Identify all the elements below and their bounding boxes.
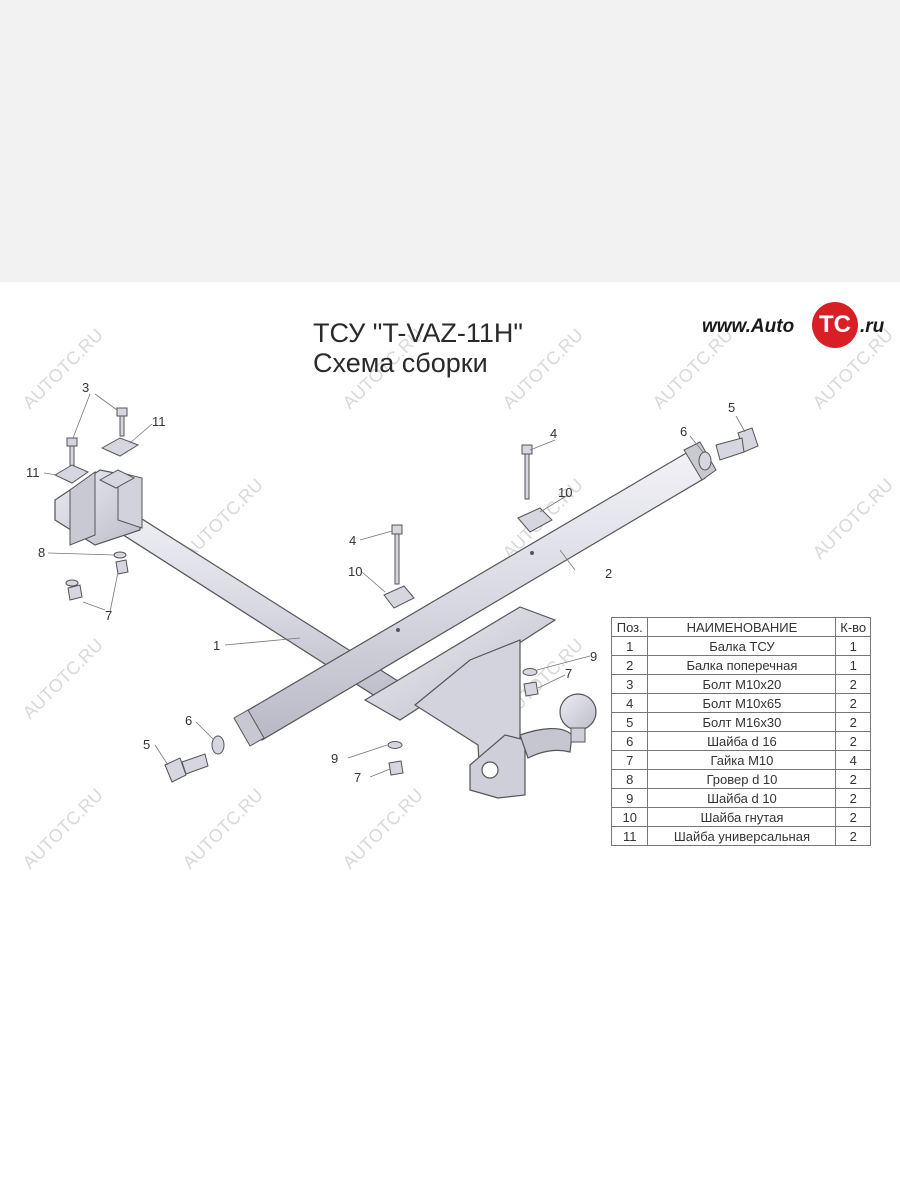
watermark: AUTOTC.RU — [19, 325, 107, 413]
callout-11: 11 — [152, 414, 166, 429]
callout-labels: 3 11 11 8 7 1 2 4 10 4 10 5 6 5 6 9 7 9 … — [26, 380, 735, 785]
brand-www-text: www.Auto — [702, 316, 795, 337]
cell-name: Болт М10х65 — [647, 693, 837, 713]
watermark: AUTOTC.RU — [179, 475, 267, 563]
cell-qty: 1 — [835, 655, 871, 675]
callout-5: 5 — [728, 400, 735, 415]
cell-pos: 5 — [610, 712, 649, 732]
cell-name: Шайба d 10 — [647, 788, 837, 808]
callout-5: 5 — [143, 737, 150, 752]
callout-7: 7 — [354, 770, 361, 785]
cell-pos: 6 — [610, 731, 649, 751]
cell-pos: 8 — [610, 769, 649, 789]
callout-8: 8 — [38, 545, 45, 560]
cell-pos: 4 — [610, 693, 649, 713]
cell-qty: 2 — [835, 769, 871, 789]
title-line-1: ТСУ "T-VAZ-11H" — [313, 318, 523, 348]
top-background-band — [0, 0, 900, 282]
cell-pos: 10 — [610, 807, 649, 827]
cell-qty: 2 — [835, 807, 871, 827]
leader-lines — [43, 393, 746, 778]
callout-9: 9 — [331, 751, 338, 766]
cell-name: Балка ТСУ — [647, 636, 837, 656]
callout-10: 10 — [558, 485, 572, 500]
cell-pos: 11 — [610, 826, 649, 846]
cell-name: Гайка М10 — [647, 750, 837, 770]
callout-6: 6 — [185, 713, 192, 728]
cell-pos: 9 — [610, 788, 649, 808]
cell-pos: 2 — [610, 655, 649, 675]
callout-6: 6 — [680, 424, 687, 439]
cell-name: Шайба универсальная — [647, 826, 837, 846]
callout-7: 7 — [565, 666, 572, 681]
cell-pos: 3 — [610, 674, 649, 694]
watermark: AUTOTC.RU — [809, 475, 897, 563]
callout-10: 10 — [348, 564, 362, 579]
watermark: AUTOTC.RU — [339, 785, 427, 873]
cell-name: Болт М10х20 — [647, 674, 837, 694]
cell-qty: 1 — [835, 636, 871, 656]
cell-qty: 4 — [835, 750, 871, 770]
callout-2: 2 — [605, 566, 612, 581]
diagram-title: ТСУ "T-VAZ-11H" Схема сборки — [313, 318, 523, 378]
cell-pos: 1 — [610, 636, 649, 656]
watermark: AUTOTC.RU — [19, 785, 107, 873]
cell-name: Болт М16х30 — [647, 712, 837, 732]
callout-1: 1 — [213, 638, 220, 653]
cell-name: Шайба гнутая — [647, 807, 837, 827]
cell-qty: 2 — [835, 731, 871, 751]
cell-qty: 2 — [835, 674, 871, 694]
callout-3: 3 — [82, 380, 89, 395]
cell-name: Шайба d 16 — [647, 731, 837, 751]
callout-9: 9 — [590, 649, 597, 664]
cell-name: Гровер d 10 — [647, 769, 837, 789]
brand-tc-circle: TC — [812, 302, 858, 348]
callout-11: 11 — [26, 465, 40, 480]
cell-qty: 2 — [835, 788, 871, 808]
watermark: AUTOTC.RU — [179, 785, 267, 873]
cell-qty: 2 — [835, 826, 871, 846]
brand-ru-text: .ru — [860, 316, 885, 337]
brand-logo: www.Auto TC .ru — [702, 300, 900, 360]
watermark: AUTOTC.RU — [19, 635, 107, 723]
callout-4: 4 — [349, 533, 356, 548]
hitch-assembly — [363, 606, 597, 799]
hardware — [53, 407, 759, 783]
callout-7: 7 — [105, 608, 112, 623]
header-pos: Поз. — [610, 617, 649, 637]
cell-qty: 2 — [835, 693, 871, 713]
cell-pos: 7 — [610, 750, 649, 770]
header-name: НАИМЕНОВАНИЕ — [647, 617, 837, 637]
callout-4: 4 — [550, 426, 557, 441]
title-line-2: Схема сборки — [313, 348, 488, 378]
cell-qty: 2 — [835, 712, 871, 732]
assembly-diagram: AUTOTC.RU AUTOTC.RU AUTOTC.RU AUTOTC.RU … — [19, 325, 897, 873]
beam-cross — [233, 441, 717, 747]
cell-name: Балка поперечная — [647, 655, 837, 675]
table-header-row: Поз. НАИМЕНОВАНИЕ К-во — [610, 617, 871, 637]
header-qty: К-во — [835, 617, 871, 637]
